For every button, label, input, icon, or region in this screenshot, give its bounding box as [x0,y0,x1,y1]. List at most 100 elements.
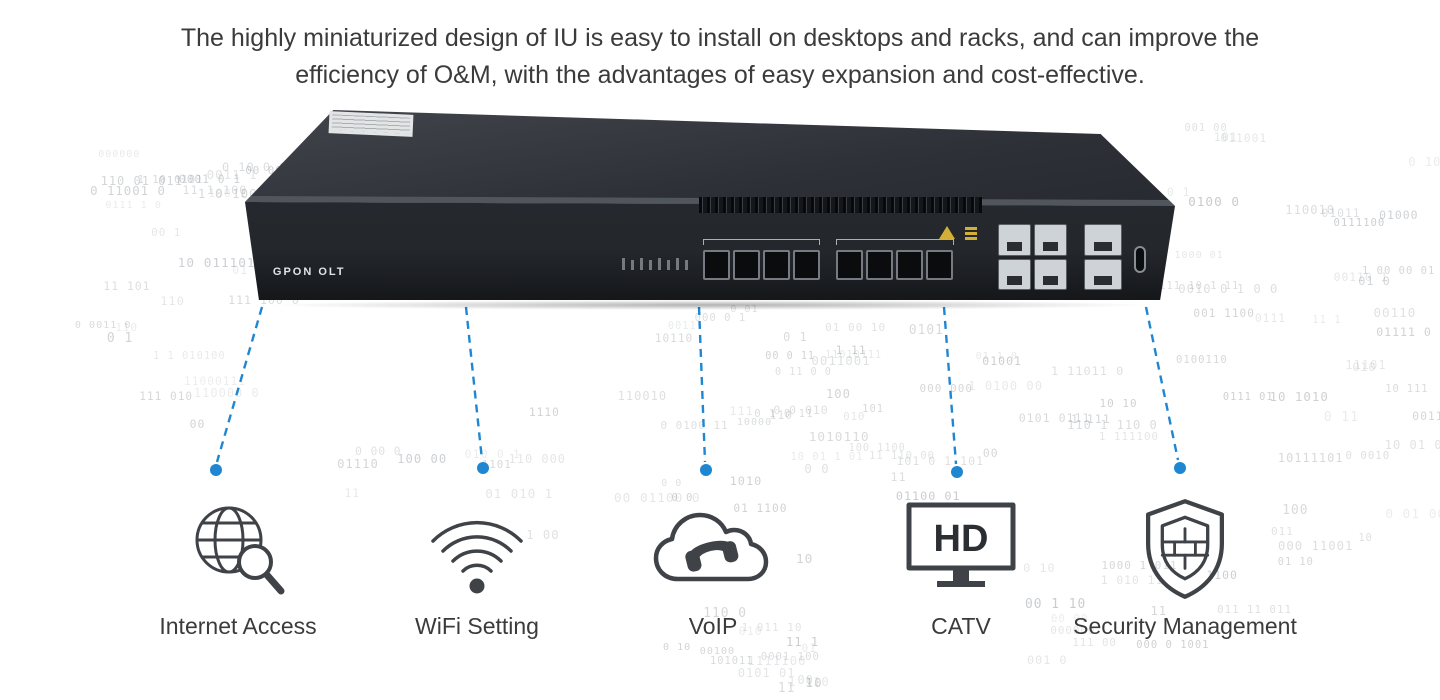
feature-icon-wrap [113,493,363,605]
binary-digits: 010 [1352,360,1377,375]
binary-digits: 0 100 [1408,155,1440,170]
binary-digits: 001 0 [1026,652,1068,667]
ethernet-port [1034,224,1068,256]
ethernet-port-grid [998,224,1068,290]
sfp-port [896,250,924,280]
binary-digits: 110010 [1285,203,1336,218]
binary-digits: 11 [777,681,796,696]
binary-digits: 11 1 [1312,314,1342,327]
binary-digits: 11 [890,470,907,485]
device-label-sticker [328,111,413,137]
binary-digits: 010 0 1 [464,446,521,461]
binary-digits: 1110 [528,405,560,419]
binary-digits: 110 [160,294,185,309]
binary-digits: 0 10 [662,642,692,654]
sfp-port [836,250,864,280]
binary-digits: 1 10 0101 [137,174,204,187]
binary-digits: 10 1010 [1269,389,1329,405]
binary-digits: 11 110 00 [869,450,935,463]
binary-digits: 1010 [729,473,763,488]
binary-digits: 110 000 [508,451,566,466]
connector-line [1144,306,1180,461]
heading-line-2: efficiency of O&M, with the advantages o… [295,61,1145,89]
ethernet-port [1034,258,1068,290]
binary-digits: 10 011101 [177,255,256,271]
binary-digits: 0101 0111 [1018,411,1091,425]
led [666,260,670,270]
binary-digits: 100 00 [397,451,448,466]
binary-digits: 01001 [982,353,1022,368]
binary-digits: 0 1 0 11 [754,407,814,421]
feature-security-management: Security Management [1060,493,1310,640]
shield-wall-icon [1146,499,1225,599]
feature-icon-wrap [352,493,602,605]
ethernet-port [998,258,1032,290]
binary-digits: 0111 [1254,312,1287,326]
led [639,258,643,270]
binary-digits: 000 0 1 [694,312,747,325]
feature-label: CATV [931,613,991,639]
feature-icon-wrap: HD [836,493,1086,605]
binary-digits: 01 0 [1358,274,1391,289]
binary-digits: 0 1 [783,329,808,344]
binary-digits: 0100110 [1176,353,1228,367]
led [630,260,634,270]
uplink-port-pair [1083,224,1122,290]
binary-digits: 101 [1213,130,1238,145]
feature-label: VoIP [688,613,738,639]
sfp-port [762,250,790,280]
binary-digits: 011001 [1220,131,1268,145]
binary-digits: 0 1 [106,331,134,347]
connector-dot [210,464,222,476]
binary-digits: 110 01 011 [100,173,183,188]
binary-digits: 0 00 0 [355,444,402,458]
binary-digits: 1 110 [788,674,830,689]
binary-digits: 10 01 1 01 [790,451,864,464]
globe-search-icon [195,506,285,595]
feature-label: Security Management [1073,613,1297,639]
binary-digits: 10 01 000 [1384,438,1440,453]
binary-digits: 01 00 10 [825,320,887,334]
feature-label: WiFi Setting [415,613,539,639]
binary-digits: 01 1 0 [975,351,1018,363]
binary-digits: 0 01 000 [1385,506,1440,522]
binary-digits: 0100 0 [1188,193,1241,209]
feature-internet-access: Internet Access [113,493,363,640]
binary-digits: 1 11011 0 [1050,364,1125,379]
binary-digits: 01111 0 01 [1376,325,1440,340]
binary-digits: 0011001 [811,353,871,369]
tv-hd-icon: HD [906,502,1016,587]
led [648,260,652,270]
cloud-phone-icon [653,512,769,582]
binary-digits: 0011 [1412,409,1440,424]
binary-digits: 0 0 [804,461,830,476]
feature-voip: VoIP [588,493,838,640]
binary-digits: 00 0 11 [765,350,816,362]
sfp-port [792,250,820,280]
binary-digits: 00110 [1373,305,1417,321]
binary-digits: 100 1100 [848,442,906,454]
binary-digits: 010 [843,409,866,423]
led-indicators [621,258,688,270]
connector-line [464,306,484,461]
connector-line [942,306,958,465]
binary-digits: 0 0100 11 [660,419,729,433]
vendor-logo-triangle [938,226,955,239]
connector-dot [700,464,712,476]
binary-digits: 01000 [1379,208,1419,223]
binary-digits: 0111 1 0 [105,199,162,211]
binary-digits: 101011 [709,654,754,667]
led [621,258,625,270]
binary-digits: 110 1 110 0 [1067,417,1158,432]
binary-digits: 00 1 [151,225,182,239]
binary-digits: 0 0010 [1345,449,1391,463]
binary-digits: 00 [189,416,206,431]
binary-digits: 0001 0 1 [178,172,242,186]
page-heading: The highly miniaturized design of IU is … [0,20,1440,94]
binary-digits: 111 010 [139,389,194,403]
sfp-port [866,250,894,280]
console-port [1134,246,1147,273]
binary-digits: 101 [862,402,885,415]
connector-line [697,306,707,463]
binary-digits: 01 [801,642,817,656]
